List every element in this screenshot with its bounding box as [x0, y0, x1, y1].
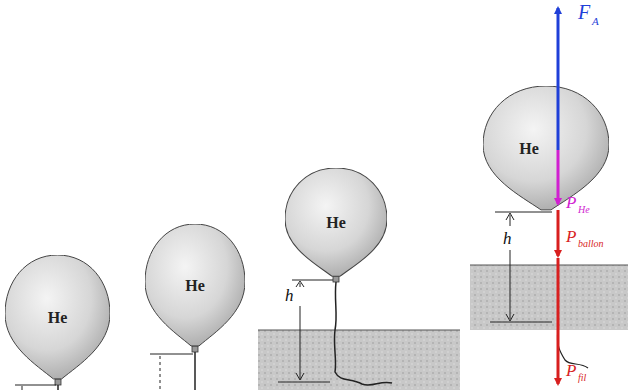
helium-balloon: He — [285, 168, 387, 278]
gas-label: He — [519, 140, 539, 158]
height-label: h — [285, 287, 294, 304]
helium-balloon: He — [145, 224, 245, 348]
string-weight-vector — [557, 258, 560, 384]
vector-subscript: He — [578, 205, 590, 215]
helium-balloon: He — [5, 255, 110, 381]
helium-balloon: He — [483, 86, 609, 212]
balloon-weight-vector — [557, 210, 560, 256]
vector-subscript: A — [592, 16, 599, 27]
gas-label: He — [185, 277, 205, 295]
height-label: h — [503, 230, 512, 247]
gas-label: He — [48, 309, 68, 327]
balloon-outline — [483, 86, 609, 212]
gas-label: He — [326, 214, 346, 232]
vector-subscript: ballon — [578, 239, 604, 249]
ground — [470, 265, 628, 330]
ground — [258, 330, 460, 390]
vector-subscript: fil — [578, 373, 586, 383]
vector-symbol: F⃗ — [578, 2, 606, 22]
